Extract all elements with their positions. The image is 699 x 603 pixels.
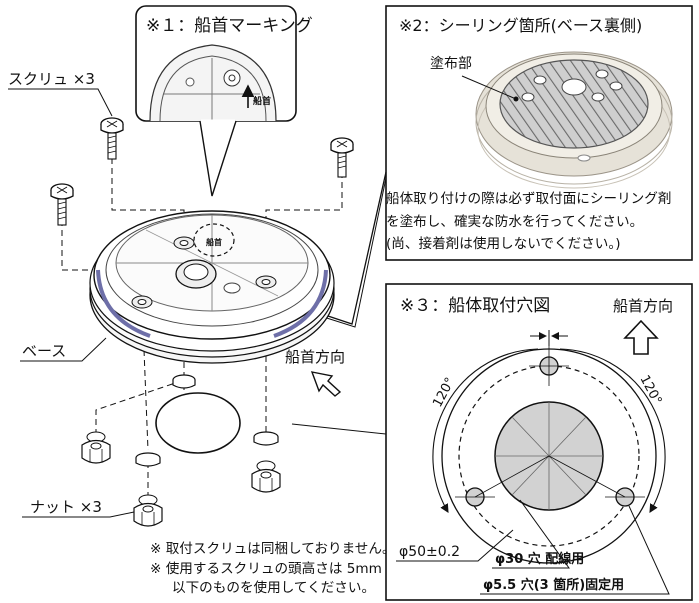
dim-pcd: φ50±0.2	[399, 544, 460, 560]
screw-label: スクリュ ×3	[8, 70, 95, 88]
exploded-view: スクリュ ×3 船首 ベース	[8, 70, 354, 527]
callout1-title: ※１：船首マーキング	[146, 16, 313, 36]
screw-2	[50, 183, 74, 226]
callout-mounting-hole-diagram: ※３：船体取付穴図 船首方向 120° 120° φ50±0.2	[291, 283, 693, 601]
note-line3: 以下のものを使用してください。	[172, 579, 375, 596]
callout3-title: ※３：船体取付穴図	[400, 296, 550, 316]
nut-2	[251, 460, 281, 493]
exploded-bow-direction: 船首方向	[285, 348, 345, 366]
gasket	[155, 392, 241, 454]
nut-3	[133, 494, 163, 527]
nut-label: ナット ×3	[30, 498, 102, 516]
callout-bow-marking: ※１：船首マーキング 船首	[135, 5, 313, 197]
callout2-note-line3: (尚、接着剤は使用しないでください。)	[386, 235, 621, 252]
dim-center-hole: φ30 穴 配線用	[495, 551, 584, 567]
base-label: ベース	[22, 342, 66, 360]
note-line1: ※ 取付スクリュは同梱しておりません。	[150, 541, 396, 557]
callout2-title: ※2：シーリング箇所(ベース裏側)	[399, 16, 642, 35]
note-line2: ※ 使用するスクリュの頭高さは 5mm	[150, 560, 382, 577]
bow-direction-arrow-icon	[623, 319, 659, 355]
callout3-bow-direction: 船首方向	[613, 297, 673, 315]
callout2-coated-part: 塗布部	[430, 55, 472, 72]
callout2-note-line1: 船体取り付けの際は必ず取付面にシーリング剤	[386, 191, 671, 207]
base-bow-marking: 船首	[206, 237, 222, 247]
callout-sealing-area: ※2：シーリング箇所(ベース裏側) 塗布部 船体取り付けの際は必ず取付面にシーリ…	[313, 5, 693, 328]
bow-direction-tilted-arrow-icon	[310, 371, 342, 397]
nut-1	[81, 431, 111, 464]
base-part: 船首	[89, 210, 335, 364]
screw-3	[330, 137, 354, 178]
callout2-note-line2: を塗布し、確実な防水を行ってください。	[386, 213, 643, 230]
callout1-marking: 船首	[253, 95, 271, 107]
dim-mounting-holes: φ5.5 穴(3 箇所)固定用	[483, 577, 624, 593]
screw-1	[100, 117, 124, 160]
